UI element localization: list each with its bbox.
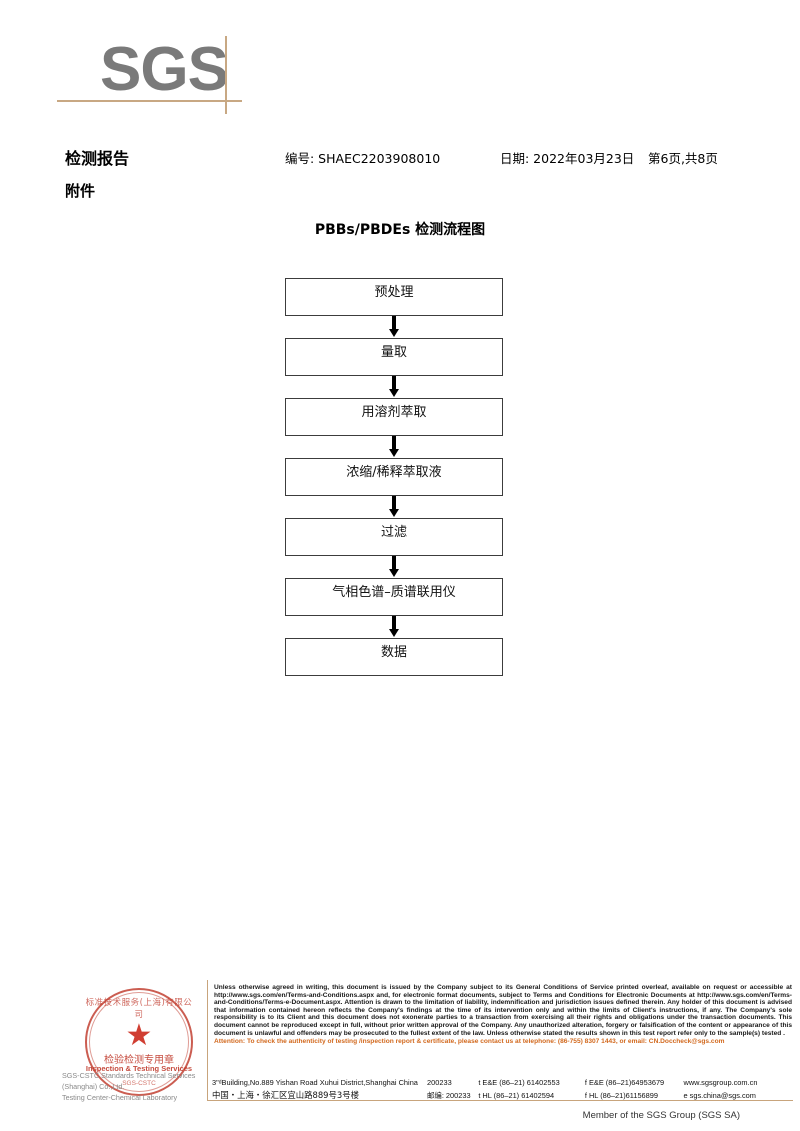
report-number: 编号: SHAEC2203908010 xyxy=(285,151,441,166)
flow-box-concentrate-dilute: 浓缩/稀释萃取液 xyxy=(285,458,503,496)
stamp-arc-top-text: 标准技术服务(上海)有限公司 xyxy=(85,998,193,1020)
star-icon: ★ xyxy=(125,1019,153,1052)
address-block: 3"ᵈBuilding,No.889 Yishan Road Xuhui Dis… xyxy=(212,1078,792,1100)
logo-vertical-rule xyxy=(225,36,227,114)
group-membership-note: Member of the SGS Group (SGS SA) xyxy=(582,1110,740,1121)
address-row: 3"ᵈBuilding,No.889 Yishan Road Xuhui Dis… xyxy=(212,1078,792,1089)
flow-step: 浓缩/稀释萃取液 xyxy=(285,458,503,496)
flow-box-filtration: 过滤 xyxy=(285,518,503,556)
stamp-center-en-text: Inspection & Testing Services xyxy=(85,1064,193,1073)
flow-arrow-icon xyxy=(285,496,503,518)
company-name-line: SGS-CSTC Standards Technical Services (S… xyxy=(62,1071,196,1091)
footer-horizontal-divider xyxy=(207,1100,793,1102)
company-identity: SGS-CSTC Standards Technical Services (S… xyxy=(62,1070,212,1103)
flow-step: 气相色谱–质谱联用仪 xyxy=(285,578,503,616)
stamp-center-cn-text: 检验检测专用章 xyxy=(104,1055,174,1066)
flow-box-data: 数据 xyxy=(285,638,503,676)
flow-box-solvent-extraction: 用溶剂萃取 xyxy=(285,398,503,436)
legal-disclaimer: Unless otherwise agreed in writing, this… xyxy=(214,984,792,1046)
flow-step: 量取 xyxy=(285,338,503,376)
flowchart: 预处理 量取 用溶剂萃取 浓缩/稀释萃取液 过滤 气相色谱– xyxy=(285,278,503,676)
phone-hl-tel: t HL (86–21) 61402594 xyxy=(478,1091,555,1100)
flow-box-measure: 量取 xyxy=(285,338,503,376)
attachment-label: 附件 xyxy=(65,182,96,200)
flow-box-gcms: 气相色谱–质谱联用仪 xyxy=(285,578,503,616)
flow-arrow-icon xyxy=(285,376,503,398)
stamp-outer-ring xyxy=(85,988,193,1096)
logo-horizontal-rule xyxy=(57,100,242,102)
legal-body-text: Unless otherwise agreed in writing, this… xyxy=(214,984,792,1037)
flow-step: 用溶剂萃取 xyxy=(285,398,503,436)
flowchart-title: PBBs/PBDEs 检测流程图 xyxy=(314,222,486,238)
sgs-logo-text: SGS xyxy=(100,35,229,104)
page-counter: 第6页,共8页 xyxy=(648,151,718,166)
stamp-inner-ring xyxy=(89,992,189,1092)
phone-hl-fax: f HL (86–21)61156899 xyxy=(584,1091,658,1100)
postcode-en: 200233 xyxy=(427,1078,452,1087)
sgs-logo: SGS xyxy=(57,35,300,118)
attention-notice: Attention: To check the authenticity of … xyxy=(214,1038,725,1046)
flow-arrow-icon xyxy=(285,616,503,638)
phone-ee-tel: t E&E (86–21) 61402553 xyxy=(478,1078,560,1087)
email-address[interactable]: e sgs.china@sgs.com xyxy=(683,1091,756,1100)
phone-ee-fax: f E&E (86–21)64953679 xyxy=(584,1078,665,1087)
flow-arrow-icon xyxy=(285,556,503,578)
flow-step: 预处理 xyxy=(285,278,503,316)
flow-step: 数据 xyxy=(285,638,503,676)
company-lab-line: Testing Center-Chemical Laboratory xyxy=(62,1093,178,1102)
address-row: 中国・上海・徐汇区宜山路889号3号楼 邮编: 200233 t HL (86–… xyxy=(212,1089,792,1100)
official-stamp: 标准技术服务(上海)有限公司 ★ 检验检测专用章 Inspection & Te… xyxy=(85,988,193,1096)
address-en: 3"ᵈBuilding,No.889 Yishan Road Xuhui Dis… xyxy=(212,1078,418,1087)
flow-arrow-icon xyxy=(285,436,503,458)
flow-box-pretreatment: 预处理 xyxy=(285,278,503,316)
report-date: 日期: 2022年03月23日 xyxy=(500,151,635,166)
website[interactable]: www.sgsgroup.com.cn xyxy=(683,1078,758,1087)
stamp-arc-bottom-text: SGS-CSTC xyxy=(122,1080,156,1087)
address-cn: 中国・上海・徐汇区宜山路889号3号楼 xyxy=(212,1090,359,1100)
flow-step: 过滤 xyxy=(285,518,503,556)
footer-vertical-divider xyxy=(207,980,209,1101)
postcode-cn: 邮编: 200233 xyxy=(427,1091,471,1100)
flow-arrow-icon xyxy=(285,316,503,338)
page-title: 检测报告 xyxy=(65,149,130,168)
